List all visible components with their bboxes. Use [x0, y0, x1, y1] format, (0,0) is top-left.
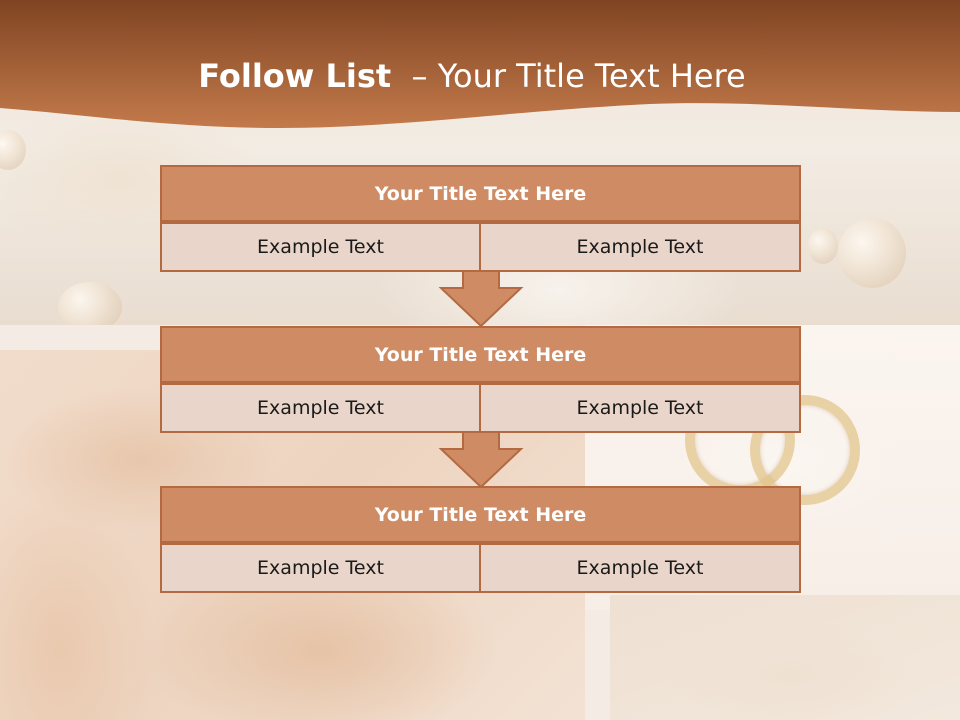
- pearl-icon: [808, 228, 838, 264]
- step-cell-left: Example Text: [160, 222, 481, 272]
- background-photo-bow: [610, 595, 960, 720]
- step-cell-right: Example Text: [479, 543, 801, 593]
- step-cell-right: Example Text: [479, 383, 801, 433]
- step-title: Your Title Text Here: [160, 486, 801, 543]
- slide-title-bold: Follow List: [198, 57, 392, 95]
- flow-step-3: Your Title Text Here Example Text Exampl…: [160, 486, 801, 593]
- wedding-ring-icon: [750, 395, 860, 505]
- slide-title: Follow List – Your Title Text Here: [0, 54, 944, 98]
- down-arrow-icon: [438, 431, 524, 489]
- flow-step-1: Your Title Text Here Example Text Exampl…: [160, 165, 801, 272]
- step-cell-left: Example Text: [160, 383, 481, 433]
- pearl-icon: [0, 130, 26, 170]
- flow-step-2: Your Title Text Here Example Text Exampl…: [160, 326, 801, 433]
- pearl-icon: [58, 282, 122, 325]
- down-arrow-icon: [438, 270, 524, 328]
- pearl-icon: [838, 218, 906, 288]
- slide-title-subtitle: – Your Title Text Here: [411, 57, 746, 95]
- step-title: Your Title Text Here: [160, 326, 801, 383]
- step-cell-left: Example Text: [160, 543, 481, 593]
- step-cell-right: Example Text: [479, 222, 801, 272]
- step-title: Your Title Text Here: [160, 165, 801, 222]
